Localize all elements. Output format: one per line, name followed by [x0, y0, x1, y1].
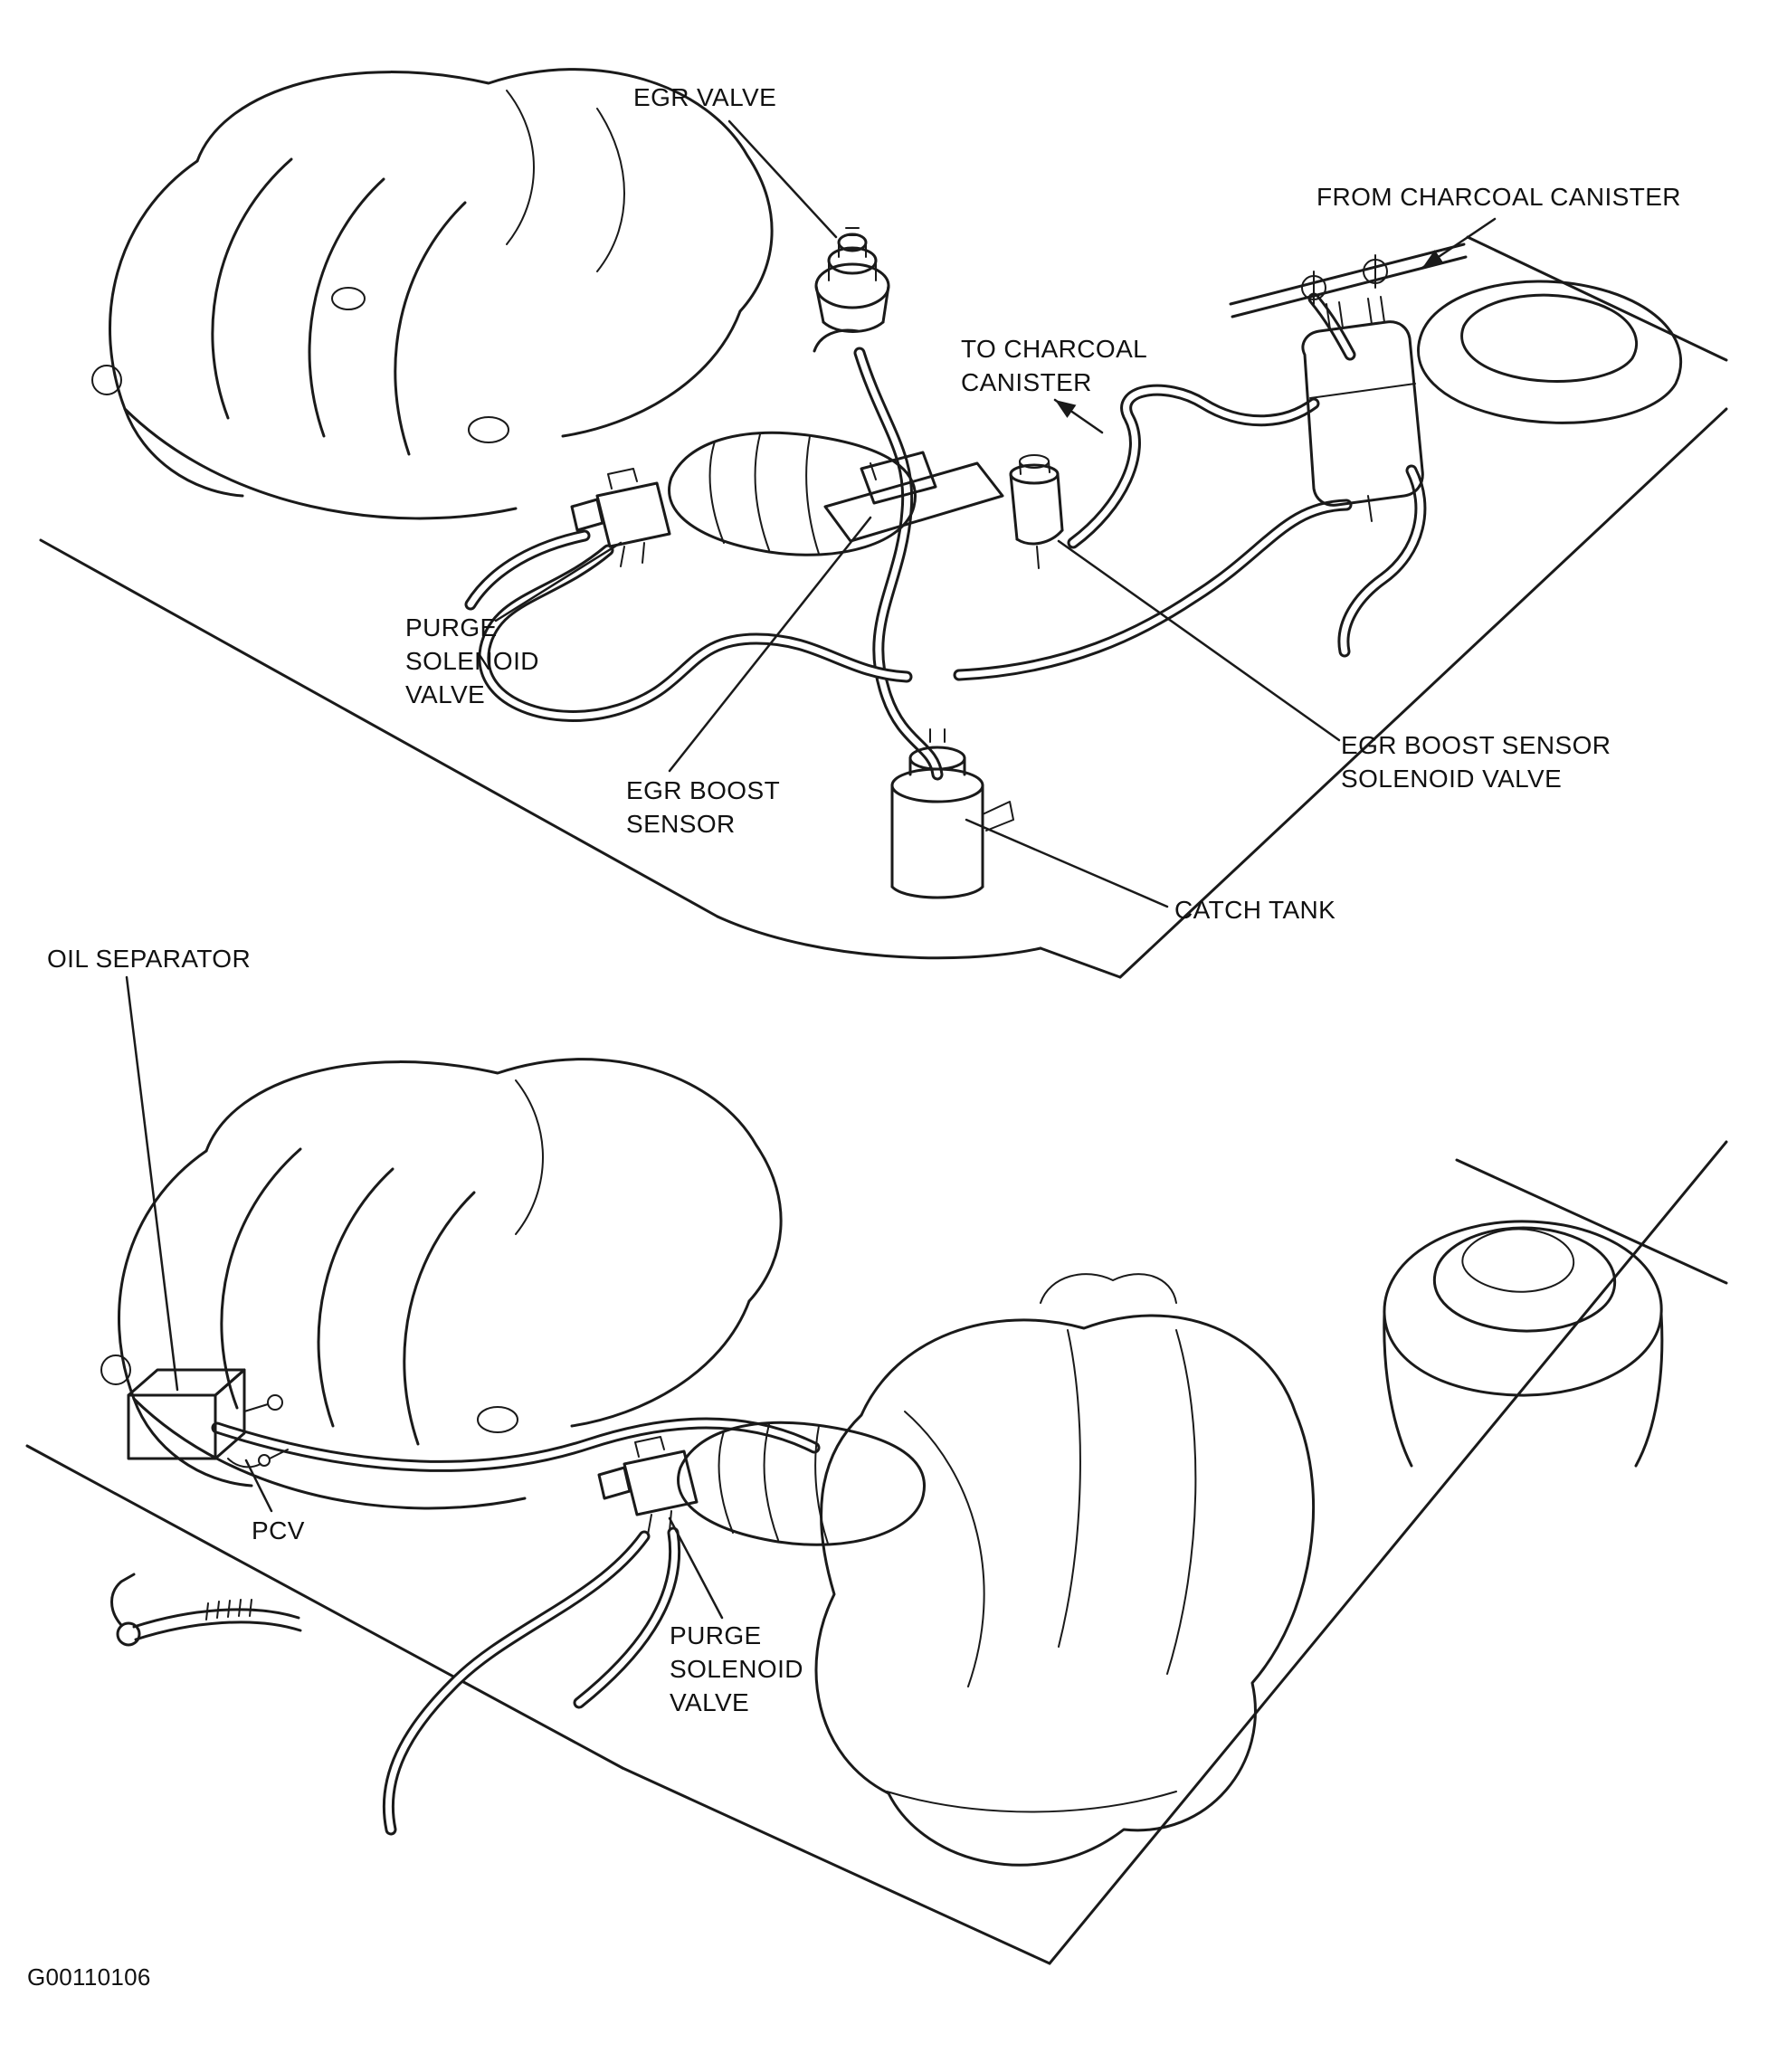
egr-boost-sensor-drawing	[823, 451, 1004, 543]
top-frame-edges	[39, 235, 1728, 979]
top-intake-manifold-drawing	[91, 68, 774, 520]
figure-code: G00110106	[27, 1963, 151, 1991]
corrugated-pipe-drawing	[110, 1573, 302, 1647]
top-vacuum-hoses	[471, 299, 1421, 775]
bottom-throttle-body-drawing	[677, 1421, 926, 1546]
canister-drawing	[1301, 296, 1424, 522]
catch-tank-drawing	[890, 728, 1014, 899]
pcv-drawing	[227, 1449, 289, 1468]
purge-solenoid-valve-top-label: PURGE SOLENOID VALVE	[405, 613, 539, 708]
bottom-leader-lines	[125, 975, 724, 1620]
top-leader-lines	[494, 119, 1497, 908]
egr-boost-sensor-label: EGR BOOST SENSOR	[626, 776, 780, 838]
from-charcoal-canister-label: FROM CHARCOAL CANISTER	[1316, 183, 1681, 211]
top-panel-boss	[1417, 280, 1683, 424]
bottom-diagram-drawing	[25, 975, 1728, 1965]
oil-separator-label: OIL SEPARATOR	[47, 945, 252, 973]
pcv-label: PCV	[252, 1516, 305, 1544]
egr-valve-drawing	[813, 227, 890, 353]
egr-valve-label: EGR VALVE	[633, 83, 777, 111]
to-charcoal-canister-label: TO CHARCOAL CANISTER	[961, 335, 1147, 396]
oil-separator-drawing	[127, 1368, 283, 1460]
bottom-intake-manifold-drawing	[100, 1058, 783, 1510]
top-throttle-body-drawing	[668, 431, 917, 556]
egr-boost-sensor-solenoid-valve-drawing	[1009, 454, 1064, 569]
canister-pipes-drawing	[1229, 242, 1468, 318]
purge-solenoid-valve-bottom-drawing	[597, 1436, 699, 1535]
top-diagram-drawing	[39, 68, 1728, 979]
transmission-drawing	[814, 1273, 1315, 1867]
purge-solenoid-valve-bottom-label: PURGE SOLENOID VALVE	[670, 1621, 803, 1716]
purge-solenoid-valve-top-drawing	[570, 468, 671, 567]
bottom-panel-boss	[1383, 1220, 1664, 1468]
egr-boost-sensor-solenoid-valve-label: EGR BOOST SENSOR SOLENOID VALVE	[1341, 731, 1611, 793]
catch-tank-label: CATCH TANK	[1174, 896, 1336, 924]
bottom-frame-edges	[25, 1140, 1728, 1965]
